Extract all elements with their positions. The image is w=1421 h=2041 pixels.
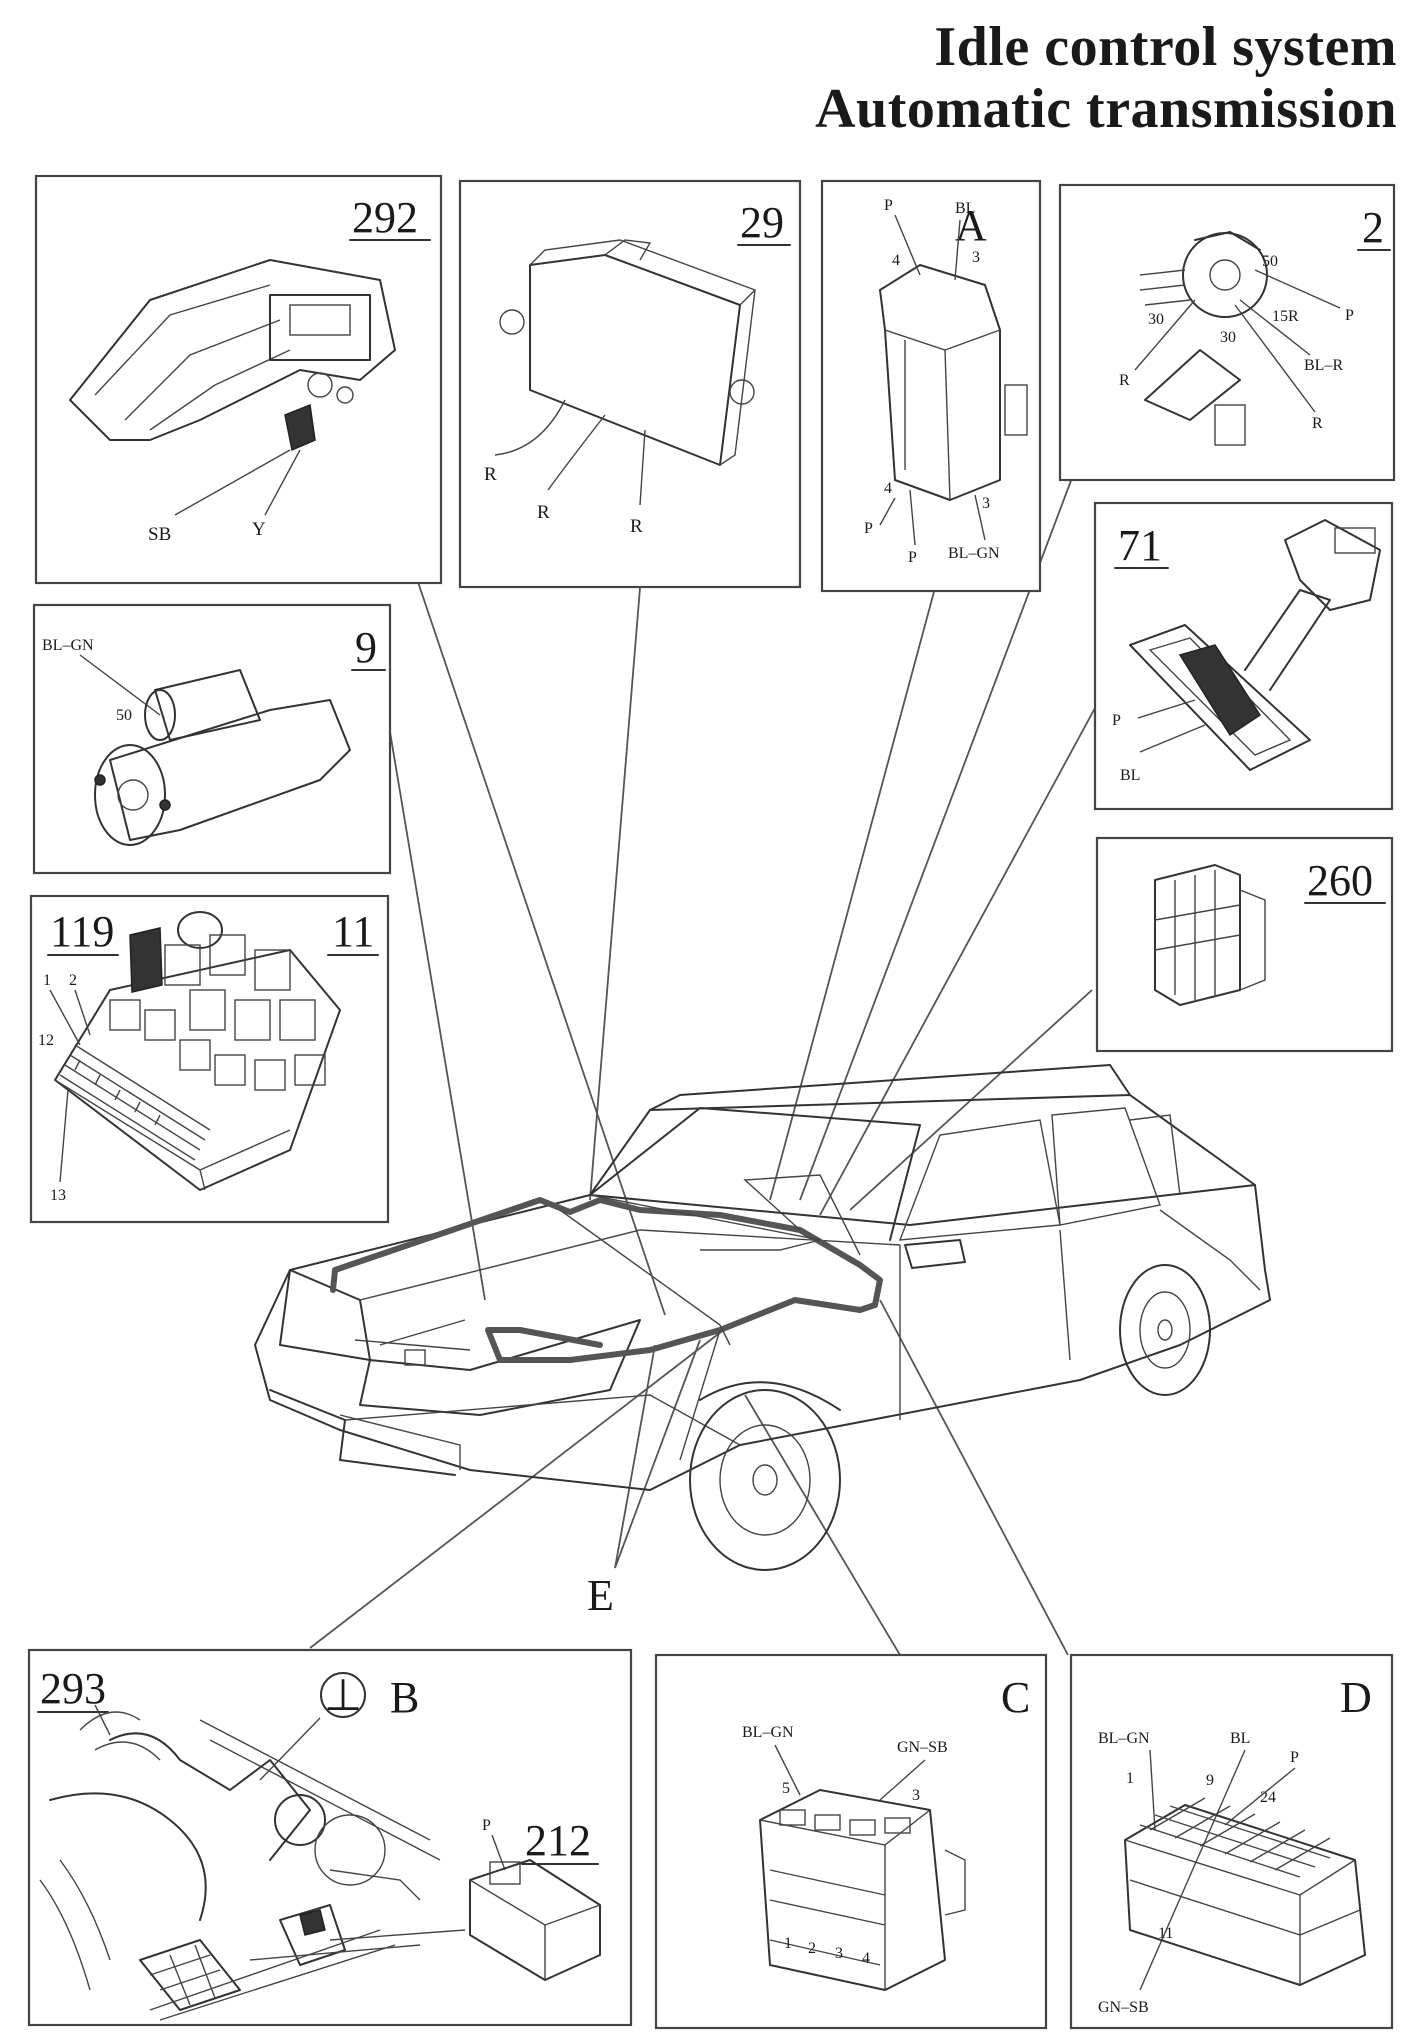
panel-d-label-1: 1 [1126, 1770, 1134, 1787]
panel-260-number: 260 [1307, 856, 1373, 905]
panel-d-label-p: P [1290, 1749, 1299, 1766]
title-line-1: Idle control system [934, 16, 1397, 78]
panel-c-label-bl-gn: BL–GN [742, 1724, 794, 1741]
panel-c: C BL–GN GN–SB 5 3 1 2 3 4 [654, 1653, 1048, 2030]
panel-c-label-pin-3: 3 [835, 1945, 843, 1962]
panel-d-label-bl-gn: BL–GN [1098, 1730, 1150, 1747]
panel-d-label-11: 11 [1158, 1925, 1173, 1942]
panel-2-number: 2 [1362, 203, 1384, 252]
panel-2-label-50: 50 [1262, 253, 1278, 270]
panel-71-label-bl: BL [1120, 767, 1140, 784]
panel-260: 260 [1095, 836, 1394, 1053]
panel-a-label-4-top: 4 [892, 252, 900, 269]
title-line-2: Automatic transmission [815, 78, 1397, 140]
car-label-e: E [587, 1571, 614, 1620]
panel-b: 293 ⊥ B 212 P [27, 1648, 633, 2027]
panel-29-number: 29 [740, 198, 784, 247]
panel-c-label-pin-4: 4 [862, 1950, 870, 1967]
panel-c-label-3: 3 [912, 1787, 920, 1804]
panel-9-number: 9 [355, 623, 377, 672]
panel-a-label-bl-gn: BL–GN [948, 545, 1000, 562]
panel-11-label-1: 1 [43, 972, 51, 989]
leader-lines [309, 477, 1096, 1656]
panel-c-label-pin-2: 2 [808, 1940, 816, 1957]
panel-d-letter: D [1340, 1673, 1372, 1722]
panel-29-label-r2: R [537, 502, 550, 523]
panel-29-label-r3: R [630, 516, 643, 537]
panel-c-label-pin-1: 1 [784, 1935, 792, 1952]
panel-2-label-r-left: R [1119, 372, 1130, 389]
panel-2-label-p: P [1345, 307, 1354, 324]
panel-29: 29 R R R [458, 179, 802, 589]
panel-a-label-p-bottom1: P [864, 520, 873, 537]
panel-2-label-30-right: 30 [1220, 329, 1236, 346]
panel-2-label-30-left: 30 [1148, 311, 1164, 328]
panel-d-label-9: 9 [1206, 1772, 1214, 1789]
panel-2-label-15r: 15R [1272, 308, 1299, 325]
panel-29-label-r1: R [484, 464, 497, 485]
panel-d-label-gn-sb: GN–SB [1098, 1999, 1149, 2016]
panel-9-label-bl-gn: BL–GN [42, 637, 94, 654]
panel-a-label-4-bottom: 4 [884, 480, 892, 497]
panel-2-label-bl-r: BL–R [1304, 357, 1343, 374]
panel-9-label-50: 50 [116, 707, 132, 724]
panel-11: 119 11 1 2 12 13 [29, 894, 390, 1224]
panel-292-number: 292 [352, 193, 418, 242]
panel-c-label-gn-sb: GN–SB [897, 1739, 948, 1756]
panel-c-letter: C [1001, 1673, 1030, 1722]
panel-11-label-12: 12 [38, 1032, 54, 1049]
panel-c-label-5: 5 [782, 1780, 790, 1797]
panel-292: 292 SB Y [34, 174, 443, 585]
panel-292-label-y: Y [252, 519, 266, 540]
panel-b-ground-icon: ⊥ [324, 1671, 362, 1720]
panel-a-label-3-bottom: 3 [982, 495, 990, 512]
panel-9: 9 BL–GN 50 [32, 603, 392, 875]
panel-b-label-p: P [482, 1817, 491, 1834]
panel-a-label-p-bottom2: P [908, 549, 917, 566]
panel-292-label-sb: SB [148, 524, 171, 545]
panel-2: 2 50 P 30 15R 30 BL–R R R [1058, 183, 1396, 482]
panel-d-label-bl: BL [1230, 1730, 1250, 1747]
title-block: Idle control system Automatic transmissi… [815, 16, 1397, 140]
panel-2-label-r-right: R [1312, 415, 1323, 432]
panel-71-number: 71 [1118, 521, 1162, 570]
panel-11-number-11: 11 [332, 907, 374, 956]
panel-71-label-p: P [1112, 712, 1121, 729]
panel-11-label-2: 2 [69, 972, 77, 989]
panel-71: 71 P BL [1093, 501, 1394, 811]
panel-a-label-p-top: P [884, 197, 893, 214]
panel-a: A P BL 4 3 4 P P 3 BL–GN [820, 179, 1042, 593]
panel-b-number-293: 293 [40, 1664, 106, 1713]
panel-11-number-119: 119 [50, 907, 114, 956]
panel-d-label-24: 24 [1260, 1789, 1276, 1806]
car-illustration [254, 1064, 1271, 1571]
panel-a-letter: A [955, 201, 987, 250]
panel-a-label-bl: BL [955, 200, 975, 217]
panel-d: D BL–GN BL P 1 9 24 11 GN–SB [1069, 1653, 1394, 2030]
panel-b-number-212: 212 [525, 1816, 591, 1865]
panel-a-label-3-top: 3 [972, 249, 980, 266]
panel-11-label-13: 13 [50, 1187, 66, 1204]
panel-b-letter: B [390, 1673, 419, 1722]
